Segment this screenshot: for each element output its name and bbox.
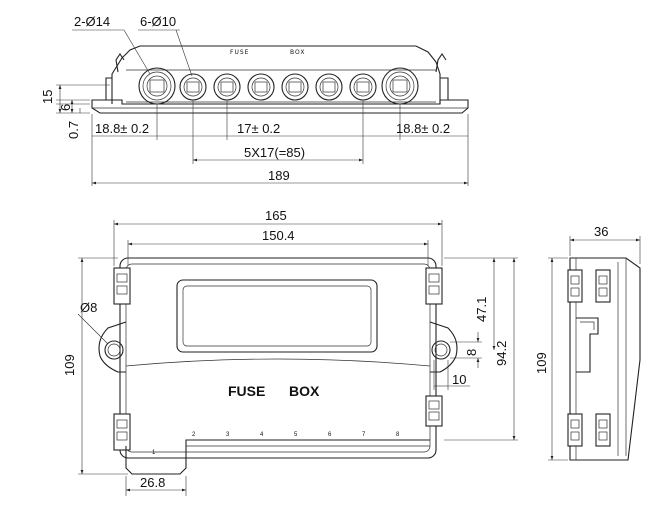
dim-side-depth: 36 [594,224,608,239]
slot-number: 3 [226,432,230,438]
dim-pitch-total: 5X17(=85) [244,145,305,160]
dim-end-pitch-right: 18.8± 0.2 [396,121,450,136]
slot-number: 6 [328,432,332,438]
dim-width-inner: 150.4 [262,228,295,243]
slot-number: 8 [396,432,400,438]
callout-large-holes: 2-Ø14 [74,14,110,29]
dim-overall-length: 189 [268,168,290,183]
front-label-box: BOX [289,383,320,399]
dim-height-upper: 47.1 [474,297,489,322]
dim-height-flange: 6 [58,104,73,111]
svg-text:BOX: BOX [290,49,305,56]
slot-number: 7 [362,432,366,438]
slot-number: 2 [192,432,196,438]
front-view: FUSE BOX 1 2 3 4 5 6 7 8 165 [62,208,518,496]
front-clips [113,267,443,451]
dim-end-pitch-left: 18.8± 0.2 [95,121,149,136]
dim-slot-width: 10 [452,372,466,387]
dim-overall-height: 109 [62,354,77,376]
dim-mount-hole: Ø8 [80,300,97,315]
small-grommets [179,73,377,101]
slot-number: 4 [260,432,264,438]
large-grommet-right [381,67,419,105]
svg-text:FUSE: FUSE [230,49,249,56]
dim-slot-height: 8 [464,349,479,356]
slot-number: 1 [152,450,156,456]
dim-width-outer: 165 [265,208,287,223]
side-view: 36 109 [534,224,641,461]
top-view: FUSE BOX 2-Ø14 6-Ø10 [40,14,469,186]
dim-side-height: 109 [534,352,549,374]
slot-number: 5 [294,432,298,438]
dim-tab-width: 26.8 [140,475,165,490]
dim-height-total: 15 [40,90,55,104]
callout-small-holes: 6-Ø10 [140,14,176,29]
large-grommet-left [138,67,176,105]
dim-pitch: 17± 0.2 [237,121,280,136]
dim-height-body: 94.2 [494,341,509,366]
dim-flange-thickness: 0.7 [66,121,81,139]
front-label-fuse: FUSE [228,383,265,399]
